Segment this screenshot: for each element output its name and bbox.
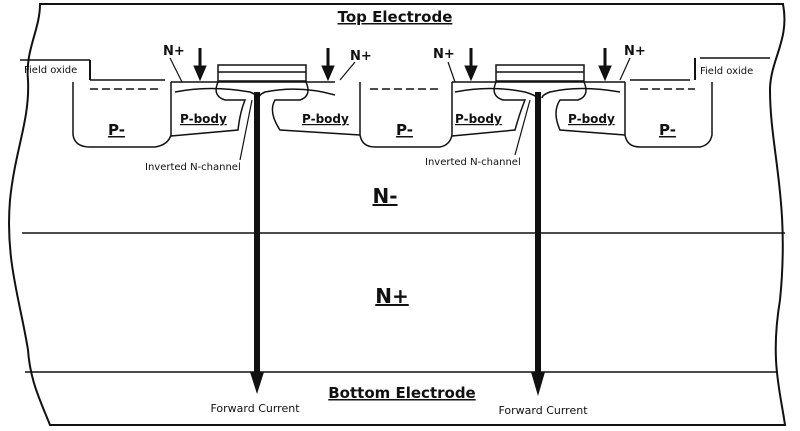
forward-current-label-2: Forward Current (498, 404, 588, 417)
field-oxide-left (20, 59, 165, 81)
channel-pointers (239, 99, 531, 161)
top-electrode-label: Top Electrode (338, 8, 453, 26)
n-plus-pointers (169, 57, 631, 83)
source-arrows (193, 48, 612, 82)
field-oxide-left-label: Field oxide (24, 65, 77, 76)
field-oxide-right (630, 57, 770, 81)
p-body-label-3: P-body (455, 112, 502, 126)
field-oxide-right-label: Field oxide (700, 66, 753, 77)
inverted-channel-label-1: Inverted N-channel (145, 162, 241, 173)
p-minus-label-2: P- (396, 121, 413, 139)
p-body-label-1: P-body (180, 112, 227, 126)
n-plus-label-2: N+ (350, 49, 372, 64)
p-minus-label-1: P- (108, 121, 125, 139)
p-minus-well (72, 82, 713, 148)
n-plus-label-4: N+ (624, 44, 646, 59)
n-plus-substrate-label: N+ (375, 284, 409, 308)
p-body-label-2: P-body (302, 112, 349, 126)
forward-current-label-1: Forward Current (210, 402, 300, 415)
inverted-channel-label-2: Inverted N-channel (425, 157, 521, 168)
device-outline (8, 3, 787, 426)
p-minus-label-3: P- (659, 121, 676, 139)
n-plus-label-3: N+ (433, 47, 455, 62)
n-minus-drift-label: N- (372, 184, 397, 208)
p-body-label-4: P-body (568, 112, 615, 126)
bottom-electrode-label: Bottom Electrode (328, 384, 475, 402)
n-plus-label-1: N+ (163, 44, 185, 59)
forward-current-arrow-right (531, 92, 545, 396)
forward-current-arrow-left (250, 92, 264, 394)
